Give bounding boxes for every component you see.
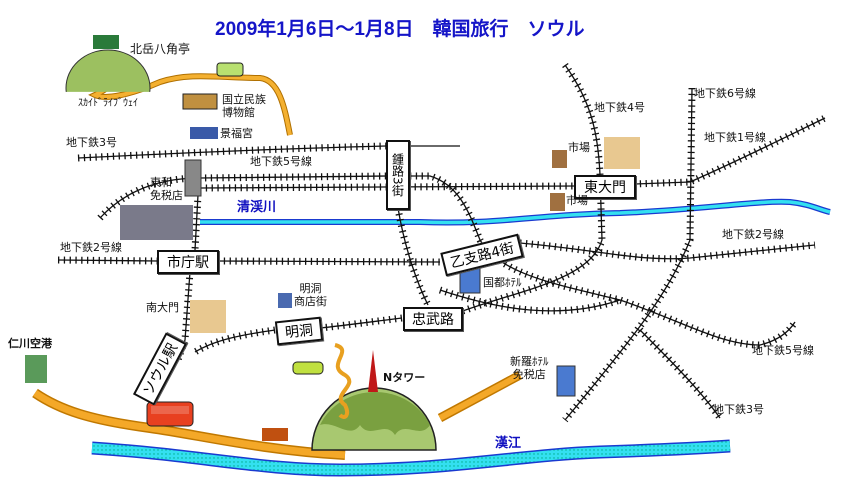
bukak-label: 北岳八角亭 [130,42,191,56]
namdaemun-label: 南大門 [146,301,179,314]
station-city-hall: 市庁駅 [157,250,219,274]
taxi-icon [292,361,324,375]
museum-icon [182,93,218,110]
namdaemun-gate-icon [190,300,226,333]
museum-label: 国立民族 博物館 [222,93,266,119]
station-chungmuro: 忠武路 [403,307,463,331]
myeongdong-street-label: 明洞 商店街 [294,282,327,308]
market-icon-2 [550,193,565,211]
dongwha-tower-icon [184,159,202,197]
line3-label-bottom: 地下鉄3号 [713,403,764,416]
line2-label-right: 地下鉄2号線 [722,228,784,241]
gyeongbok-label: 景福宮 [220,127,253,140]
ntower-label: Nタワー [383,371,426,384]
line1-label: 地下鉄1号線 [704,131,766,144]
bus-icon [216,62,244,77]
palace-icon [190,127,218,139]
shilla-label: 新羅ﾎﾃﾙ 免税店 [510,355,549,381]
line5-label: 地下鉄5号線 [250,155,312,168]
station-jongno3: 鍾路3街 [386,140,410,210]
market-label-1: 市場 [568,141,590,154]
line2-label-left: 地下鉄2号線 [60,241,122,254]
line5-label-right: 地下鉄5号線 [752,344,814,357]
shilla-hotel-icon [556,365,576,397]
page-title: 2009年1月6日～1月8日 韓国旅行 ソウル [215,19,585,40]
pavilion-icon [93,35,119,49]
market-label-2: 市場 [566,194,588,207]
hotel-label: 国都ﾎﾃﾙ [483,276,522,289]
dongdaemun-gate-icon [604,137,640,169]
station-myeongdong: 明洞 [274,316,324,346]
han-river-label: 漢江 [495,436,522,451]
line3-label: 地下鉄3号 [66,136,117,149]
skyway-label: ｽｶｲﾄﾞﾗｲﾌﾞｳｪｲ [78,98,138,109]
dongwha-label: 東和 免税店 [150,176,183,202]
plaza-photo [120,205,193,240]
red-bus-icon [146,401,194,427]
airport-icon [25,355,47,383]
line6-label: 地下鉄6号線 [694,87,756,100]
n-tower-icon [368,350,378,392]
incheon-label: 仁川空港 [8,337,52,350]
station-dongdaemun: 東大門 [574,175,636,199]
market-icon-1 [552,150,567,168]
line4-label: 地下鉄4号 [594,101,645,114]
bukak-hill [66,50,150,126]
station-building-icon [262,428,288,441]
cheonggye-label: 清渓川 [237,200,277,215]
shop-icon [278,293,292,308]
